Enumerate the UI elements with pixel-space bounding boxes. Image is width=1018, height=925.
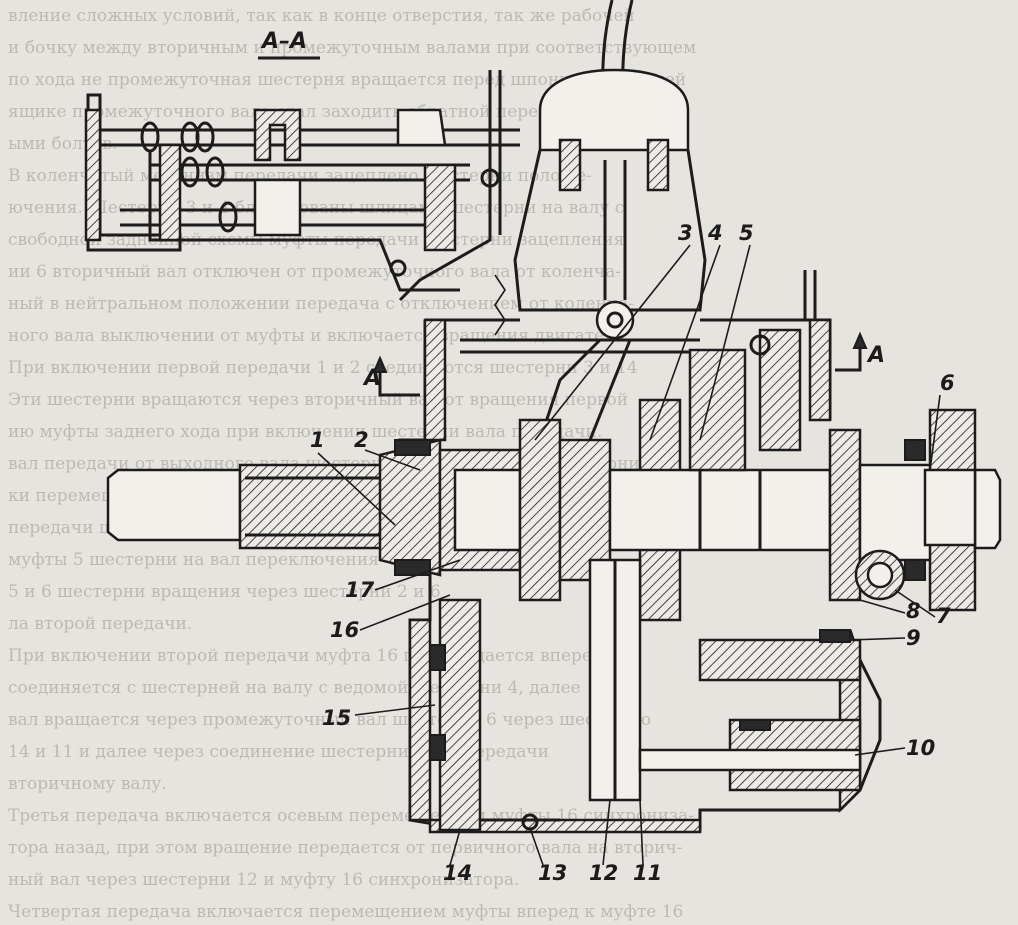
cut-marker-right: A xyxy=(835,331,885,372)
background-text-line: ный вал через шестерни 12 и муфту 16 син… xyxy=(8,870,520,890)
callout-7: 7 xyxy=(936,604,951,628)
background-text-line: вторичному валу. xyxy=(8,774,167,794)
shift-mechanism-section-aa xyxy=(84,70,520,302)
callout-2: 2 xyxy=(354,428,369,452)
callout-11: 11 xyxy=(633,861,662,885)
background-text-line: соединяется с шестерней на валу с ведомо… xyxy=(8,678,581,698)
input-shaft xyxy=(106,438,442,577)
callout-6: 6 xyxy=(940,371,955,395)
background-text-line: ию муфты заднего хода при включении шест… xyxy=(8,422,603,442)
background-text-line: При включении первой передачи 1 и 2 соед… xyxy=(8,358,638,378)
callout-1: 1 xyxy=(310,428,325,452)
background-text-line: ный в нейтральном положении передача с о… xyxy=(8,294,635,314)
callout-3: 3 xyxy=(678,221,693,245)
background-text-line: Эти шестерни вращаются через вторичный в… xyxy=(8,390,629,410)
callout-14: 14 xyxy=(443,861,472,885)
main-shaft-assembly xyxy=(438,328,832,622)
section-mark-aa: A–A xyxy=(258,29,320,60)
background-text-line: ии 6 вторичный вал отключен от промежуто… xyxy=(8,262,622,282)
callout-16: 16 xyxy=(330,618,359,642)
callout-10: 10 xyxy=(906,736,935,760)
shift-lever-tower xyxy=(460,0,707,441)
callout-8: 8 xyxy=(906,599,921,623)
background-text-line: тора назад, при этом вращение передается… xyxy=(8,838,683,858)
section-title: A–A xyxy=(260,29,307,54)
callout-13: 13 xyxy=(538,861,567,885)
background-text-line: ла второй передачи. xyxy=(8,614,193,634)
cut-marker-left: A xyxy=(362,355,420,397)
callout-9: 9 xyxy=(906,626,921,650)
background-text-line: вал вращается через промежуточный вал ше… xyxy=(8,710,652,730)
background-text-line: по хода не промежуточная шестерня вращае… xyxy=(8,70,687,90)
callout-17: 17 xyxy=(345,578,375,602)
leader-lines xyxy=(317,244,941,866)
output-shaft xyxy=(828,408,1002,612)
cut-marker-right-letter: A xyxy=(866,343,885,368)
callout-5: 5 xyxy=(739,221,754,245)
background-text-line: Четвертая передача включается перемещени… xyxy=(8,902,684,922)
callout-12: 12 xyxy=(589,861,618,885)
background-text-line: вление сложных условий, так как в конце … xyxy=(8,6,635,26)
callout-numbers: 1 2 3 4 5 6 7 8 9 10 11 12 13 14 15 16 1… xyxy=(310,221,955,885)
callout-4: 4 xyxy=(707,221,723,245)
callout-15: 15 xyxy=(322,706,351,730)
background-text-line: 5 и 6 шестерни вращения через шестерни 2… xyxy=(8,582,441,602)
countershaft-assembly xyxy=(429,558,862,832)
background-text-line: и бочку между вторичным и промежуточным … xyxy=(8,38,697,58)
